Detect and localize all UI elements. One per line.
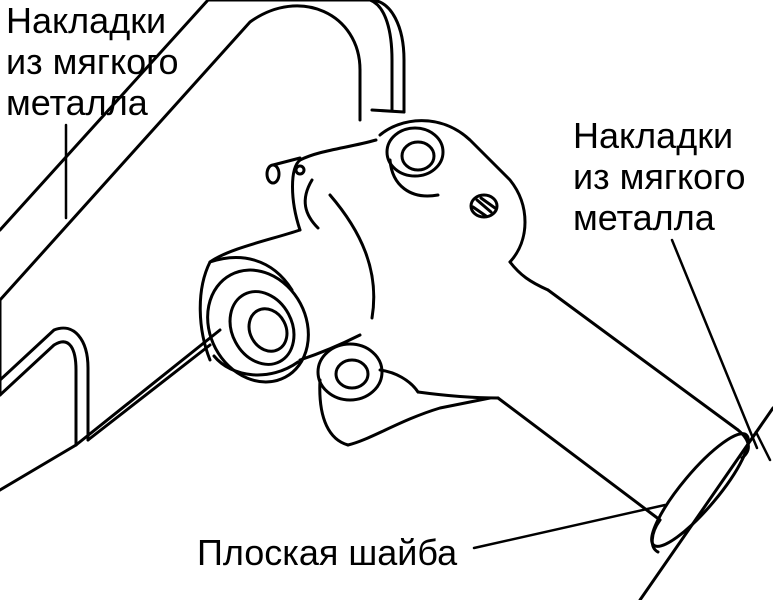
frame-wall [638,406,773,600]
steering-gear-tube [496,288,750,554]
base-block [0,0,406,492]
label-soft-metal-pads-right: Накладки из мягкого металла [573,115,746,238]
label-soft-metal-pads-left: Накладки из мягкого металла [6,0,179,123]
label-flat-washer: Плоская шайба [197,532,458,573]
leader-line-bottom [472,503,667,550]
leader-line-right [670,238,759,450]
steering-gear-bracket [198,119,550,447]
frame-wall-inner [754,430,772,462]
